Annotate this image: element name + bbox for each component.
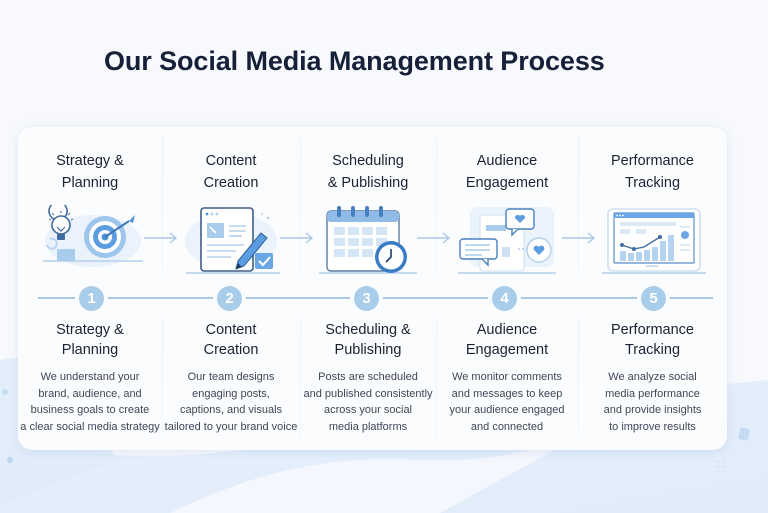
step-content-creation: Content Creation Content Creation Our te… <box>162 127 300 450</box>
description-line: and published consistently <box>303 387 433 400</box>
step-number-badge: 3 <box>354 286 379 311</box>
arrow-right-icon <box>144 232 178 244</box>
chat-heart-icon <box>458 207 556 274</box>
description-line: business goals to create <box>30 404 150 417</box>
step-header-line: Planning <box>61 175 119 191</box>
step-title-line: Strategy & <box>56 322 124 338</box>
analytics-dashboard-icon <box>601 208 706 274</box>
step-header-title: Performance Tracking <box>578 150 727 194</box>
description-line: Posts are scheduled <box>318 371 418 383</box>
page-title: Our Social Media Management Process <box>104 46 605 76</box>
step-title-line: Engagement <box>465 342 549 358</box>
description-line: and connected <box>470 420 544 433</box>
description-line: across your social <box>323 404 413 417</box>
step-number-badge: 1 <box>79 286 104 311</box>
description-line: engaging posts, <box>192 387 270 400</box>
step-title-line: Tracking <box>624 342 681 358</box>
arrow-right-icon <box>280 232 314 244</box>
document-pencil-icon <box>185 207 280 274</box>
step-number-badge: 2 <box>217 286 242 311</box>
description-line: and provide insights <box>603 404 702 417</box>
step-header-title: Content Creation <box>162 150 300 194</box>
step-header-line: Audience <box>476 153 538 169</box>
step-description: We understand your brand, audience, and … <box>18 369 162 435</box>
step-header-title: Scheduling & Publishing <box>300 150 436 194</box>
step-title: Strategy & Planning <box>18 320 162 360</box>
step-description: Posts are scheduled and published consis… <box>300 369 436 435</box>
step-title-line: Scheduling & <box>325 322 411 338</box>
description-line: media performance <box>605 387 700 400</box>
step-description: We analyze social media performance and … <box>578 369 727 435</box>
column-divider <box>436 318 437 438</box>
calendar-clock-icon <box>319 206 417 274</box>
description-line: your audience engaged <box>449 404 565 417</box>
step-title: Audience Engagement <box>436 320 578 360</box>
lightbulb-target-icon <box>43 205 143 267</box>
description-line: We analyze social <box>608 371 697 383</box>
step-title: Content Creation <box>162 320 300 360</box>
column-divider <box>162 137 163 277</box>
step-header-line: Strategy & <box>56 153 124 169</box>
step-header-line: & Publishing <box>327 175 409 191</box>
step-title-line: Creation <box>203 342 259 358</box>
step-audience-engagement: Audience Engagement Audience Engagement … <box>436 127 578 450</box>
description-line: brand, audience, and <box>38 387 142 400</box>
step-strategy-planning: Strategy & Planning Strategy & Planning … <box>18 127 162 450</box>
step-title-line: Publishing <box>334 342 402 358</box>
step-header-line: Tracking <box>624 175 681 191</box>
step-header-line: Performance <box>610 153 694 169</box>
step-number-badge: 4 <box>492 286 517 311</box>
step-number-badge: 5 <box>641 286 666 311</box>
description-line: to improve results <box>609 420 696 433</box>
step-header-line: Engagement <box>465 175 549 191</box>
column-divider <box>300 318 301 438</box>
step-description: We monitor comments and messages to keep… <box>436 369 578 435</box>
step-header-title: Strategy & Planning <box>18 150 162 194</box>
column-divider <box>578 318 579 438</box>
step-header-line: Scheduling <box>332 153 404 169</box>
step-title: Scheduling & Publishing <box>300 320 436 360</box>
description-line: tailored to your brand voice <box>164 420 298 433</box>
arrow-right-icon <box>417 232 451 244</box>
column-divider <box>300 137 301 277</box>
step-title-line: Performance <box>610 322 694 338</box>
step-scheduling-publishing: Scheduling & Publishing Scheduling & Pub… <box>300 127 436 450</box>
step-performance-tracking: Performance Tracking Performance Trackin… <box>578 127 727 450</box>
description-line: captions, and visuals <box>179 404 283 417</box>
column-divider <box>436 137 437 277</box>
step-title: Performance Tracking <box>578 320 727 360</box>
step-header-title: Audience Engagement <box>436 150 578 194</box>
step-header-line: Content <box>205 153 257 169</box>
step-title-line: Content <box>205 322 257 338</box>
description-line: media platforms <box>328 420 408 433</box>
description-line: a clear social media strategy <box>20 420 160 433</box>
step-description: Our team designs engaging posts, caption… <box>162 369 300 435</box>
step-header-line: Creation <box>203 175 259 191</box>
description-line: and messages to keep <box>451 387 563 400</box>
column-divider <box>578 137 579 277</box>
description-line: We understand your <box>40 371 140 383</box>
step-title-line: Planning <box>61 342 119 358</box>
description-line: We monitor comments <box>452 371 562 383</box>
column-divider <box>162 318 163 438</box>
arrow-right-icon <box>562 232 596 244</box>
step-title-line: Audience <box>476 322 538 338</box>
description-line: Our team designs <box>187 371 275 383</box>
